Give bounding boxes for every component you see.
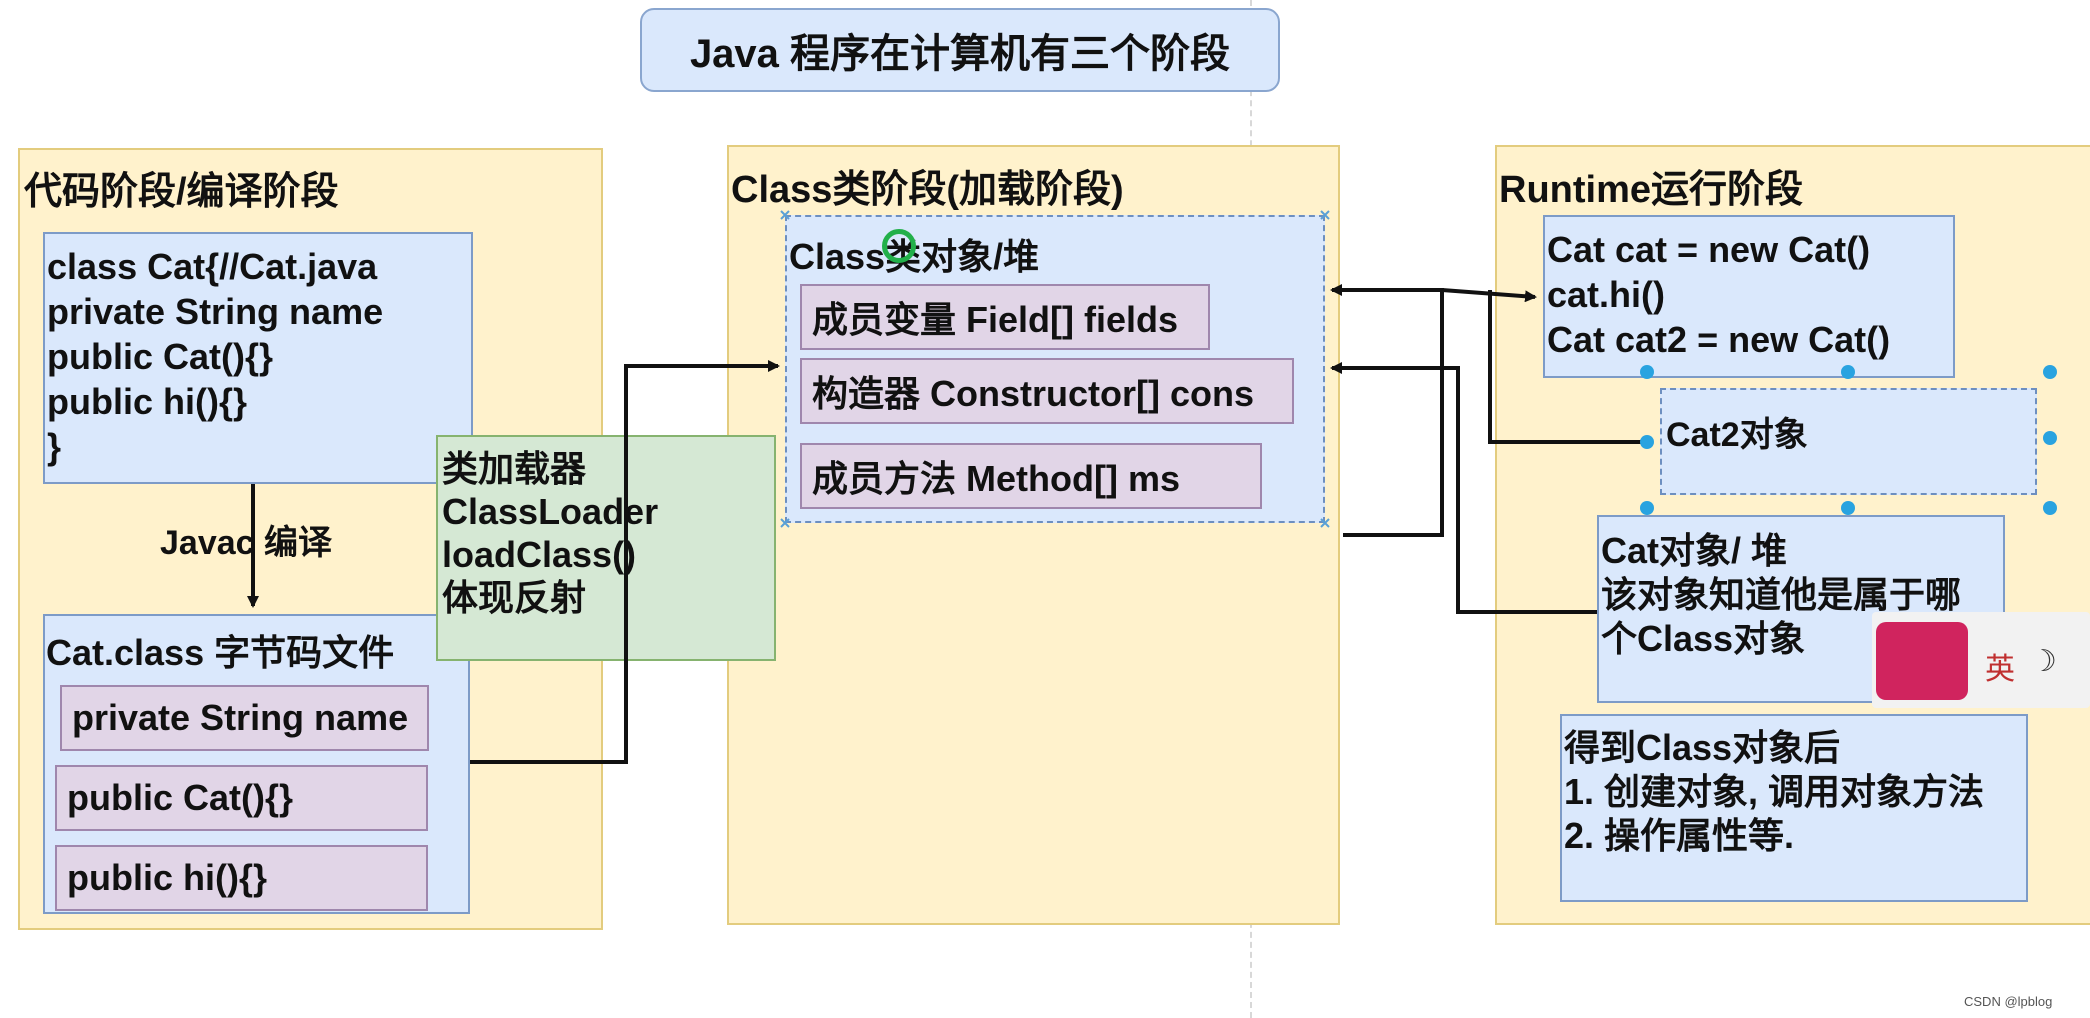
- cat2-link: [1488, 290, 1648, 444]
- selection-handle: [1640, 501, 1654, 515]
- selection-handle: [1640, 435, 1654, 449]
- selection-handle: [2043, 365, 2057, 379]
- result-line: 2. 操作属性等.: [1564, 815, 1795, 856]
- runtime-code-box: Cat cat = new Cat() cat.hi() Cat cat2 = …: [1543, 215, 1955, 378]
- cat-object-line: 个Class对象: [1601, 618, 1806, 659]
- cat-object-arrow: [1330, 362, 1597, 614]
- source-line: public Cat(){}: [47, 336, 274, 377]
- selection-handle: [1841, 365, 1855, 379]
- selection-handle: [2043, 501, 2057, 515]
- bytecode-item: public hi(){}: [55, 845, 428, 911]
- runtime-code-line: Cat cat = new Cat(): [1547, 229, 1871, 270]
- watermark: CSDN @lpblog: [1964, 994, 2053, 1009]
- result-line: 1. 创建对象, 调用对象方法: [1564, 771, 1985, 812]
- cat-object-line: Cat对象/ 堆: [1601, 530, 1788, 571]
- class-member-methods: 成员方法 Method[] ms: [800, 443, 1262, 509]
- source-line: class Cat{//Cat.java: [47, 246, 378, 287]
- cat-to-class-arrow: [1330, 284, 1444, 537]
- bytecode-item: private String name: [60, 685, 429, 751]
- cat2-object-label: Cat2对象: [1666, 416, 1808, 454]
- selection-handle: [2043, 431, 2057, 445]
- classloader-box: 类加载器 ClassLoader loadClass() 体现反射: [436, 435, 776, 661]
- source-line: public hi(){}: [47, 381, 247, 422]
- page-title-text: Java 程序在计算机有三个阶段: [689, 32, 1231, 76]
- ime-language-label[interactable]: 英: [1985, 653, 2015, 686]
- classloader-line: ClassLoader: [442, 491, 659, 532]
- runtime-code-line: cat.hi(): [1547, 274, 1666, 315]
- stage-runtime-label: Runtime运行阶段: [1499, 169, 1804, 211]
- source-line: }: [47, 426, 62, 467]
- guide-marks: [780, 210, 1330, 528]
- bytecode-title: Cat.class 字节码文件: [46, 632, 395, 673]
- class-member-constructors: 构造器 Constructor[] cons: [800, 358, 1294, 424]
- stage-class-label: Class类阶段(加载阶段): [731, 169, 1124, 211]
- load-arrow: [470, 360, 780, 764]
- runtime-code-line: Cat cat2 = new Cat(): [1547, 319, 1891, 360]
- class-member-fields: 成员变量 Field[] fields: [800, 284, 1210, 350]
- classloader-line: loadClass(): [442, 534, 637, 575]
- pixelated-avatar-icon: [1876, 622, 1968, 700]
- cat-object-line: 该对象知道他是属于哪: [1601, 574, 1962, 615]
- result-line: 得到Class对象后: [1564, 727, 1841, 768]
- moon-icon[interactable]: ☽: [2030, 645, 2057, 678]
- compile-label: Javac 编译: [160, 524, 332, 562]
- selection-handles: [1640, 365, 2057, 515]
- stage-code-label: 代码阶段/编译阶段: [24, 171, 339, 213]
- source-line: private String name: [47, 291, 384, 332]
- classloader-line: 体现反射: [442, 577, 587, 618]
- bytecode-item: public Cat(){}: [55, 765, 428, 831]
- cat2-object-box: [1660, 388, 2037, 495]
- selection-handle: [1640, 365, 1654, 379]
- page-title: Java 程序在计算机有三个阶段: [640, 8, 1280, 92]
- selection-handle: [1841, 501, 1855, 515]
- classloader-line: 类加载器: [442, 448, 587, 489]
- result-box: 得到Class对象后 1. 创建对象, 调用对象方法 2. 操作属性等.: [1560, 714, 2028, 902]
- cursor-marker-icon: [882, 229, 916, 263]
- source-code-box: class Cat{//Cat.java private String name…: [43, 232, 473, 484]
